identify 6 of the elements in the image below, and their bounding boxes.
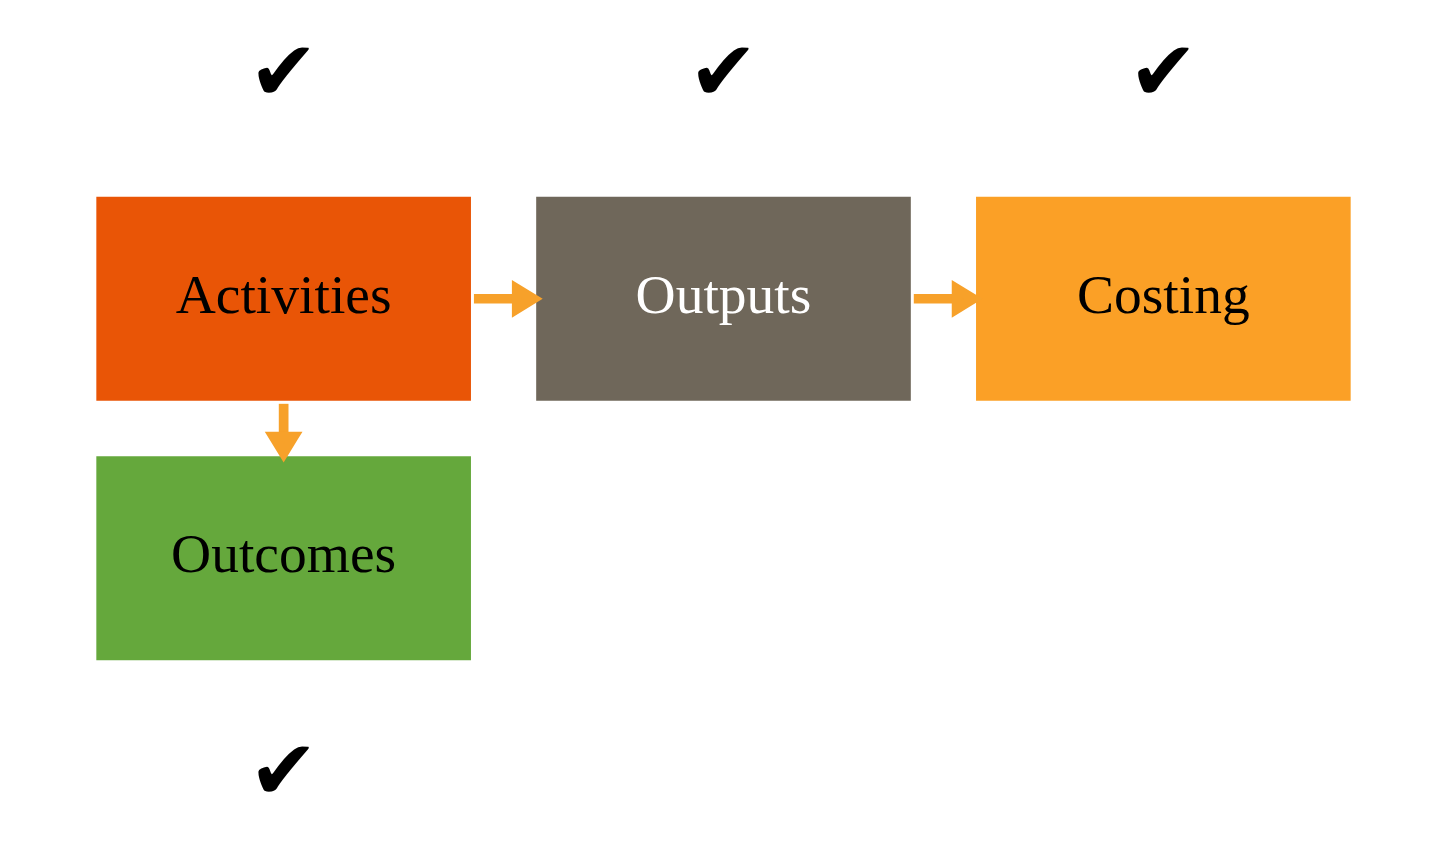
node-label: ✔ (1128, 22, 1199, 120)
arrow (264, 403, 303, 463)
node-label: ✔ (248, 22, 319, 120)
node-label: ✔ (248, 721, 319, 819)
node-label: ✔ (688, 22, 759, 120)
arrow (473, 279, 543, 318)
